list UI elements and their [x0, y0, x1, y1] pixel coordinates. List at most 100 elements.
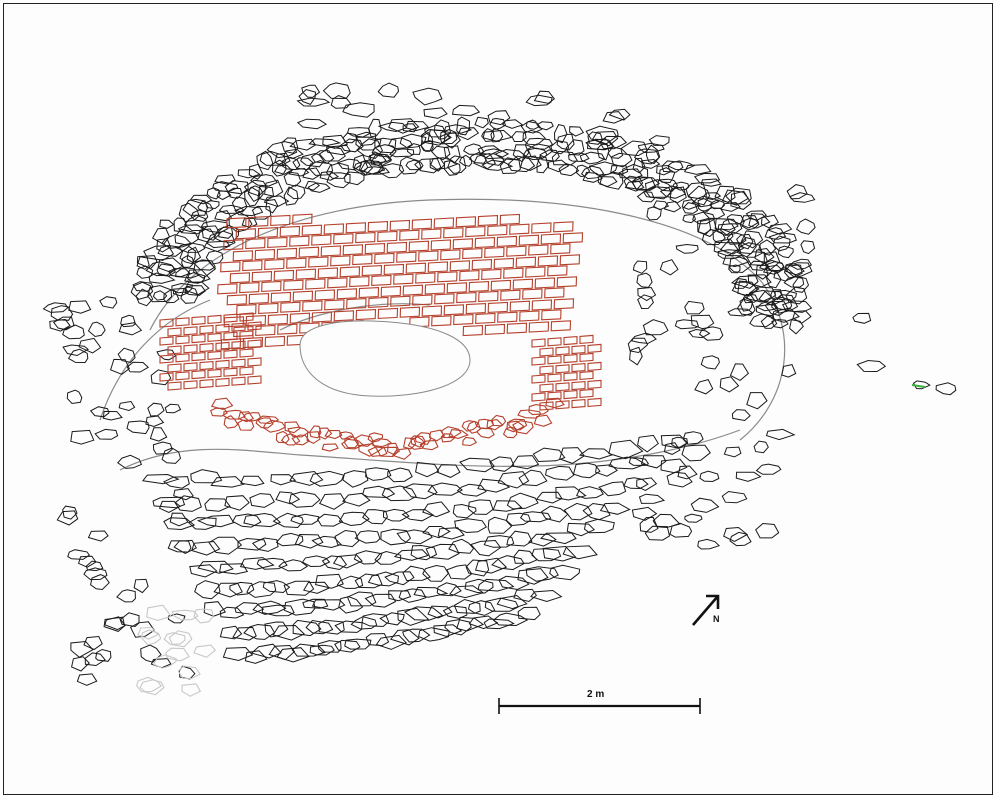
brick: [555, 382, 570, 392]
stone: [525, 94, 553, 107]
stone: [150, 658, 172, 669]
stone: [62, 344, 89, 357]
figure-frame: [3, 3, 993, 795]
stone: [283, 171, 302, 187]
stone: [772, 235, 791, 252]
stone: [418, 627, 450, 642]
stone: [377, 121, 408, 133]
brick: [311, 234, 332, 246]
stone: [420, 129, 452, 146]
brick: [462, 248, 483, 260]
stone: [579, 151, 606, 165]
stone: [558, 162, 580, 177]
stone: [145, 261, 177, 277]
brick: [393, 273, 414, 285]
stone: [140, 644, 162, 663]
stone: [259, 150, 287, 166]
brick: [254, 249, 276, 261]
stone: [935, 382, 957, 396]
stone: [401, 509, 434, 522]
stone: [719, 376, 740, 393]
stone: [642, 319, 669, 336]
stone: [681, 444, 711, 462]
stone: [694, 379, 714, 395]
brick-fragment: [387, 442, 401, 455]
brick-fragment: [341, 438, 365, 450]
stone: [281, 156, 301, 171]
brick: [226, 294, 248, 306]
stone: [456, 616, 485, 632]
brick: [336, 288, 358, 300]
stone: [637, 286, 657, 302]
brick-fragment: [242, 412, 262, 422]
brick: [539, 401, 554, 411]
stone: [173, 217, 187, 233]
stone: [402, 628, 431, 643]
stone: [602, 111, 626, 124]
stone: [439, 129, 458, 145]
brick: [430, 239, 452, 251]
stone: [70, 640, 94, 658]
stone: [781, 300, 813, 313]
brick: [559, 254, 581, 266]
brick: [361, 265, 383, 277]
stone: [229, 581, 255, 596]
stone: [682, 202, 699, 214]
stone: [731, 409, 751, 422]
stone: [427, 482, 463, 496]
stone: [795, 218, 816, 235]
brick: [415, 272, 436, 284]
stone: [736, 298, 756, 316]
faded-stone: [193, 644, 217, 658]
brick-fragment: [210, 397, 234, 410]
brick: [267, 236, 288, 248]
brick: [484, 323, 506, 335]
stone: [301, 555, 331, 568]
stone: [380, 528, 412, 546]
faded-stone: [139, 679, 165, 696]
stone: [403, 606, 444, 621]
faded-stone: [146, 604, 173, 621]
brick: [500, 289, 521, 301]
stone: [482, 129, 513, 142]
stone: [129, 621, 156, 638]
stone: [481, 159, 514, 171]
stone: [532, 447, 566, 463]
stone: [190, 469, 223, 484]
stone: [424, 124, 447, 138]
brick: [333, 310, 355, 322]
stone: [800, 240, 816, 255]
stone: [286, 184, 306, 200]
stone: [302, 167, 322, 180]
brick: [531, 299, 553, 311]
brick: [159, 318, 174, 328]
brick: [518, 234, 540, 246]
stone: [120, 314, 136, 328]
stone: [136, 265, 154, 279]
brick: [231, 358, 246, 368]
stone: [423, 107, 448, 119]
brick-fragment: [528, 404, 549, 416]
stone: [319, 170, 339, 181]
stone: [362, 485, 396, 499]
stone: [720, 201, 741, 212]
brick: [226, 217, 247, 229]
stone: [244, 650, 268, 664]
stone: [309, 470, 345, 487]
brick: [159, 336, 174, 346]
stone: [693, 172, 721, 184]
brick: [267, 313, 289, 325]
scale-bar-icon: [498, 698, 701, 714]
stone: [399, 133, 427, 149]
brick: [412, 294, 433, 306]
brick: [528, 244, 549, 256]
stone: [387, 137, 413, 150]
brick: [437, 271, 458, 283]
stone: [405, 159, 424, 171]
stone: [425, 543, 460, 560]
stone: [585, 125, 619, 145]
brick: [183, 362, 198, 372]
stone: [477, 478, 511, 493]
brick-fragment: [306, 431, 321, 444]
stone: [332, 554, 363, 569]
